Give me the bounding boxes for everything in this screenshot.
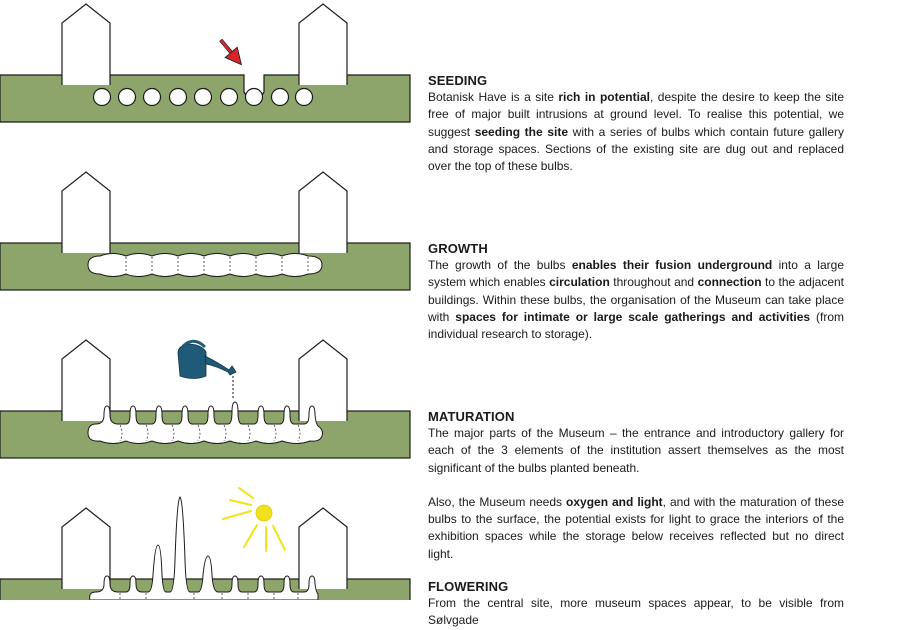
section-title: MATURATION: [428, 409, 515, 424]
sprouting-bulbs: [87, 401, 323, 444]
building-right: [298, 171, 348, 253]
section-paragraph: From the central site, more museum space…: [428, 595, 844, 630]
body-text: , despite the desire to keep the site fr…: [428, 90, 845, 139]
building-left: [61, 3, 111, 85]
growth-diagram: [0, 3, 411, 600]
section-body: The growth of the bulbs enables their fu…: [428, 257, 844, 343]
bulb-seams: [125, 257, 309, 273]
seed-bulbs: [92, 87, 314, 107]
panel-maturation: [0, 339, 411, 459]
section-title: FLOWERING: [428, 579, 509, 594]
emphasis-text: rich in potential: [558, 90, 650, 104]
watering-can-icon: [177, 339, 237, 400]
building-right: [298, 339, 348, 421]
section-title: SEEDING: [428, 73, 488, 88]
section-body: Botanisk Have is a site rich in potentia…: [428, 89, 844, 175]
section-title: GROWTH: [428, 241, 488, 256]
bulb-seams: [119, 424, 301, 442]
section-maturation: MATURATION The major parts of the Museum…: [428, 408, 844, 563]
building-right: [298, 3, 348, 85]
body-text: The growth of the bulbs: [428, 258, 572, 272]
building-left: [61, 171, 111, 253]
panel-seeding: [0, 3, 411, 123]
bulb-seams: [119, 593, 299, 600]
building-left: [61, 507, 111, 589]
seed-bulb: [270, 87, 290, 107]
body-text: throughout and: [609, 275, 698, 290]
seed-bulb: [294, 87, 314, 107]
section-flowering: FLOWERING From the central site, more mu…: [428, 578, 844, 630]
section-paragraph: The growth of the bulbs enables their fu…: [428, 257, 844, 343]
trowel-icon: [219, 38, 243, 66]
section-body: The major parts of the Museum – the entr…: [428, 425, 844, 563]
seed-bulb: [92, 87, 112, 107]
body-text: to the adjacent buildings. Within these …: [428, 275, 845, 324]
section-growth: GROWTH The growth of the bulbs enables t…: [428, 240, 844, 343]
seed-bulb: [244, 87, 264, 107]
emphasis-text: circulation: [549, 275, 610, 290]
body-text: Botanisk Have is a site: [428, 90, 559, 104]
emphasis-text: enables their fusion underground: [571, 258, 773, 272]
body-text: , and with the maturation of these bulbs…: [428, 494, 844, 561]
fused-bulbs: [87, 253, 323, 277]
seed-bulb: [193, 87, 213, 107]
emphasis-text: seeding the site: [474, 124, 569, 139]
body-text: From the central site, more museum space…: [428, 596, 844, 628]
seed-bulb: [142, 87, 162, 107]
emphasis-text: connection: [697, 275, 762, 290]
emphasis-text: oxygen and light: [566, 494, 663, 509]
seed-bulb: [168, 87, 188, 107]
panel-growth: [0, 171, 411, 291]
section-body: From the central site, more museum space…: [428, 595, 844, 630]
body-text: (from individual research to storage).: [428, 309, 844, 342]
panel-flowering: [0, 487, 411, 600]
sun-icon: [222, 487, 286, 552]
seed-bulb: [117, 87, 137, 107]
body-text: with a series of bulbs which contain fut…: [428, 124, 844, 174]
section-paragraph: Botanisk Have is a site rich in potentia…: [428, 89, 844, 175]
building-right: [298, 507, 348, 589]
seed-bulb: [219, 87, 239, 107]
section-paragraph: Also, the Museum needs oxygen and light,…: [428, 494, 844, 563]
section-seeding: SEEDING Botanisk Have is a site rich in …: [428, 72, 844, 175]
building-left: [61, 339, 111, 421]
section-paragraph: The major parts of the Museum – the entr…: [428, 425, 844, 477]
flowering-bulbs: [89, 496, 319, 600]
body-text: Also, the Museum needs: [428, 494, 567, 509]
emphasis-text: spaces for intimate or large scale gathe…: [455, 309, 811, 324]
body-text: The major parts of the Museum – the entr…: [428, 426, 844, 475]
body-text: into a large system which enables: [428, 258, 844, 290]
